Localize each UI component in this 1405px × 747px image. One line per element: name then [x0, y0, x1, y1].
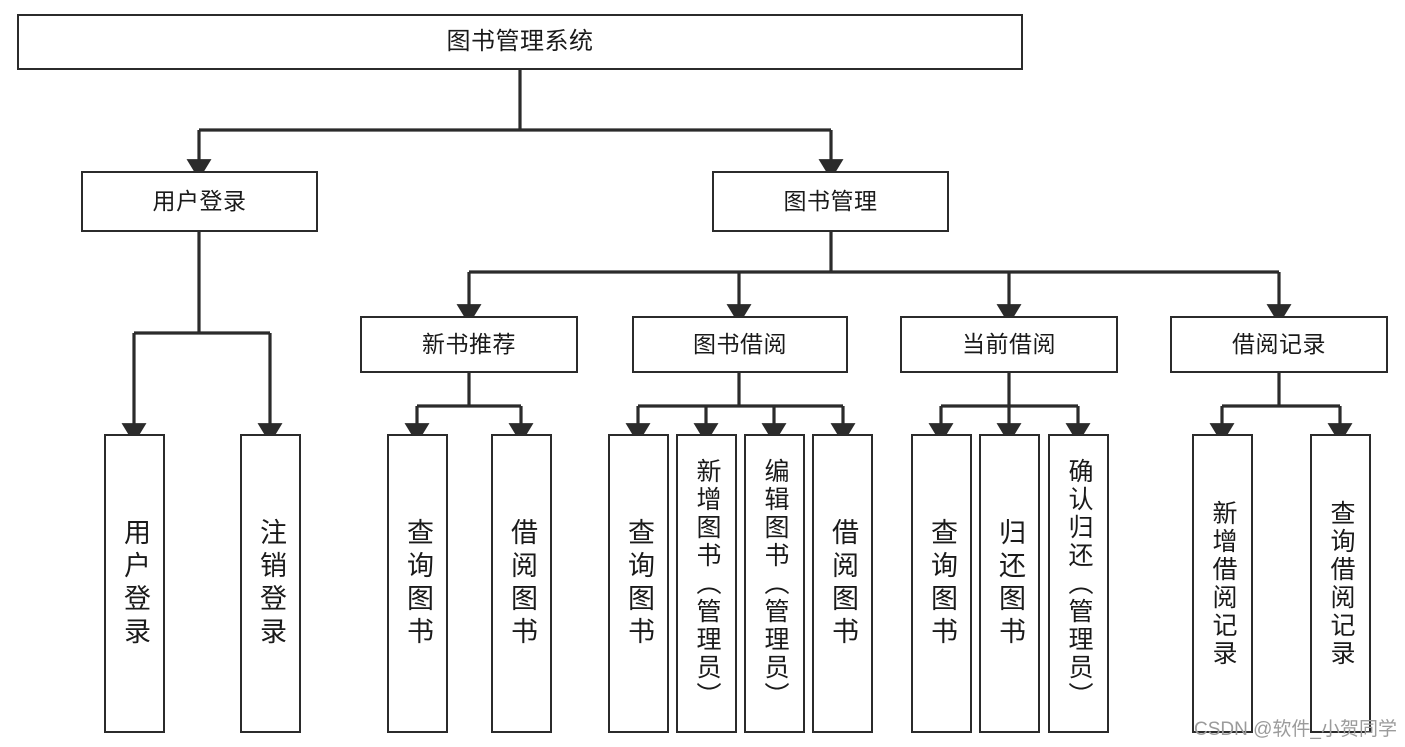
node-label: 查询图书 — [624, 517, 654, 650]
node-label: 借阅记录 — [1232, 331, 1326, 357]
node-book-borrow[interactable]: 图书借阅 — [632, 316, 848, 373]
node-book-management[interactable]: 图书管理 — [712, 171, 949, 232]
node-label: 新增图书（管理员） — [693, 457, 721, 710]
leaf-query-borrow-record[interactable]: 查询借阅记录 — [1310, 434, 1371, 733]
leaf-logout[interactable]: 注销登录 — [240, 434, 301, 733]
leaf-add-borrow-record[interactable]: 新增借阅记录 — [1192, 434, 1253, 733]
leaf-query-book-recommend[interactable]: 查询图书 — [387, 434, 448, 733]
node-borrow-record[interactable]: 借阅记录 — [1170, 316, 1388, 373]
leaf-user-login[interactable]: 用户登录 — [104, 434, 165, 733]
leaf-confirm-return-admin[interactable]: 确认归还（管理员） — [1048, 434, 1109, 733]
node-label: 注销登录 — [256, 517, 286, 650]
node-new-book-recommend[interactable]: 新书推荐 — [360, 316, 578, 373]
node-label: 编辑图书（管理员） — [761, 457, 789, 710]
node-label: 用户登录 — [120, 517, 150, 650]
node-root-system[interactable]: 图书管理系统 — [17, 14, 1023, 70]
node-label: 用户登录 — [152, 188, 247, 214]
leaf-add-book-admin[interactable]: 新增图书（管理员） — [676, 434, 737, 733]
leaf-query-book-borrow[interactable]: 查询图书 — [608, 434, 669, 733]
node-label: 借阅图书 — [507, 517, 537, 650]
node-label: 当前借阅 — [962, 331, 1056, 357]
watermark-text: CSDN @软件_小贺同学 — [1194, 719, 1397, 740]
leaf-query-book-current[interactable]: 查询图书 — [911, 434, 972, 733]
node-label: 新增借阅记录 — [1209, 499, 1237, 668]
node-label: 归还图书 — [995, 517, 1025, 650]
node-current-borrow[interactable]: 当前借阅 — [900, 316, 1118, 373]
node-label: 图书借阅 — [693, 331, 787, 357]
node-user-login[interactable]: 用户登录 — [81, 171, 318, 232]
leaf-borrow-book[interactable]: 借阅图书 — [812, 434, 873, 733]
node-label: 查询借阅记录 — [1327, 499, 1355, 668]
node-label: 确认归还（管理员） — [1065, 457, 1093, 710]
leaf-edit-book-admin[interactable]: 编辑图书（管理员） — [744, 434, 805, 733]
node-label: 图书管理 — [783, 188, 878, 214]
leaf-return-book[interactable]: 归还图书 — [979, 434, 1040, 733]
node-label: 查询图书 — [403, 517, 433, 650]
node-label: 借阅图书 — [828, 517, 858, 650]
leaf-borrow-book-recommend[interactable]: 借阅图书 — [491, 434, 552, 733]
node-label: 查询图书 — [927, 517, 957, 650]
node-label: 图书管理系统 — [446, 28, 594, 55]
node-label: 新书推荐 — [422, 331, 516, 357]
